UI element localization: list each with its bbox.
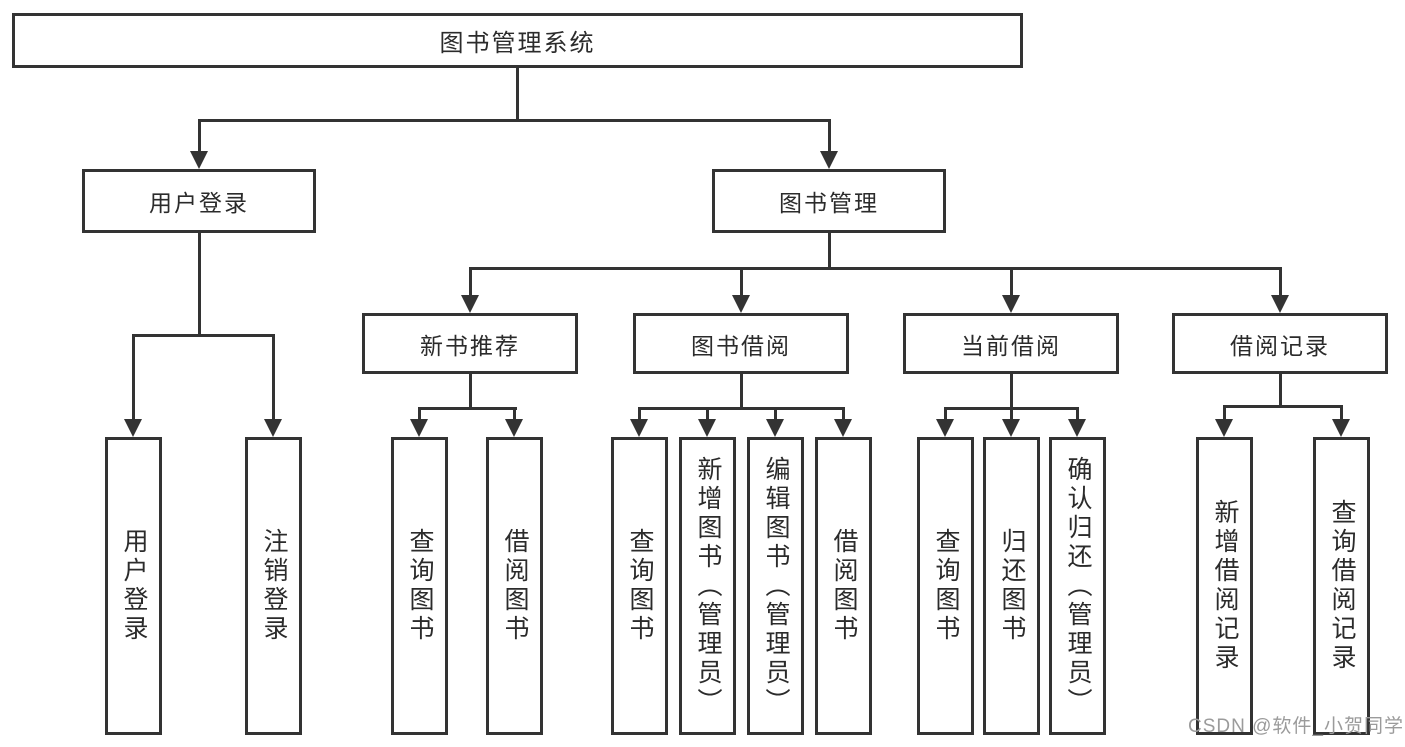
connector-line (706, 407, 709, 421)
arrow-down-icon (461, 295, 479, 313)
leaf-label: 查询借阅记录 (1328, 499, 1356, 673)
connector-line (638, 407, 641, 421)
node-label: 用户登录 (149, 190, 249, 216)
connector-line (132, 334, 135, 422)
arrow-down-icon (1271, 295, 1289, 313)
connector-line (774, 407, 777, 421)
arrow-down-icon (766, 419, 784, 437)
connector-line (828, 119, 831, 155)
leaf-confirm-return-admin: 确认归还（管理员） (1049, 437, 1106, 735)
leaf-borrow-books-recommend: 借阅图书 (486, 437, 543, 735)
connector-line (1010, 267, 1013, 298)
arrow-down-icon (1002, 295, 1020, 313)
node-current-borrowing: 当前借阅 (903, 313, 1119, 374)
connector-line (1340, 405, 1343, 421)
connector-line (740, 267, 743, 298)
leaf-query-books-recommend: 查询图书 (391, 437, 448, 735)
arrow-down-icon (264, 419, 282, 437)
leaf-label: 查询图书 (406, 528, 434, 644)
arrow-down-icon (1332, 419, 1350, 437)
leaf-return-books: 归还图书 (983, 437, 1040, 735)
connector-line (842, 407, 845, 421)
leaf-add-books-admin: 新增图书（管理员） (679, 437, 736, 735)
connector-line (198, 119, 831, 122)
leaf-edit-books-admin: 编辑图书（管理员） (747, 437, 804, 735)
connector-line (1223, 405, 1343, 408)
arrow-down-icon (410, 419, 428, 437)
leaf-label: 注销登录 (260, 528, 288, 644)
leaf-user-login: 用户登录 (105, 437, 162, 735)
leaf-logout: 注销登录 (245, 437, 302, 735)
connector-line (1076, 407, 1079, 421)
csdn-watermark: CSDN @软件_小贺同学 (1188, 716, 1404, 737)
leaf-query-books-current: 查询图书 (917, 437, 974, 735)
connector-line (198, 233, 201, 337)
leaf-query-books-borrowing: 查询图书 (611, 437, 668, 735)
connector-line (1279, 267, 1282, 298)
arrow-down-icon (1215, 419, 1233, 437)
connector-line (1010, 407, 1013, 421)
connector-line (828, 233, 831, 270)
leaf-query-borrow-record: 查询借阅记录 (1313, 437, 1370, 735)
leaf-label: 查询图书 (932, 528, 960, 644)
arrow-down-icon (124, 419, 142, 437)
leaf-borrow-books-borrowing: 借阅图书 (815, 437, 872, 735)
arrow-down-icon (190, 151, 208, 169)
connector-line (418, 407, 421, 421)
node-borrowing-records: 借阅记录 (1172, 313, 1388, 374)
connector-line (469, 374, 472, 410)
arrow-down-icon (698, 419, 716, 437)
node-book-management: 图书管理 (712, 169, 946, 233)
connector-line (132, 334, 275, 337)
leaf-label: 用户登录 (120, 528, 148, 644)
connector-line (469, 267, 472, 298)
connector-line (1223, 405, 1226, 421)
leaf-label: 新增借阅记录 (1211, 499, 1239, 673)
node-library-system: 图书管理系统 (12, 13, 1023, 68)
node-book-borrowing: 图书借阅 (633, 313, 849, 374)
node-label: 图书借阅 (691, 332, 791, 359)
arrow-down-icon (834, 419, 852, 437)
node-label: 图书管理 (779, 190, 879, 216)
arrow-down-icon (732, 295, 750, 313)
leaf-label: 编辑图书（管理员） (762, 455, 790, 717)
connector-line (469, 267, 1282, 270)
arrow-down-icon (1002, 419, 1020, 437)
connector-line (638, 407, 845, 410)
connector-line (198, 119, 201, 155)
connector-line (516, 66, 519, 122)
node-label: 新书推荐 (420, 332, 520, 359)
leaf-label: 借阅图书 (830, 528, 858, 644)
leaf-add-borrow-record: 新增借阅记录 (1196, 437, 1253, 735)
leaf-label: 确认归还（管理员） (1064, 455, 1092, 717)
connector-line (1279, 374, 1282, 408)
leaf-label: 新增图书（管理员） (694, 455, 722, 717)
arrow-down-icon (505, 419, 523, 437)
arrow-down-icon (630, 419, 648, 437)
node-new-book-recommend: 新书推荐 (362, 313, 578, 374)
connector-line (740, 374, 743, 410)
connector-line (418, 407, 517, 410)
node-label: 图书管理系统 (439, 30, 596, 57)
connector-line (272, 334, 275, 422)
leaf-label: 查询图书 (626, 528, 654, 644)
connector-line (1010, 374, 1013, 410)
arrow-down-icon (936, 419, 954, 437)
node-user-login-group: 用户登录 (82, 169, 316, 233)
connector-line (513, 407, 516, 421)
arrow-down-icon (820, 151, 838, 169)
node-label: 当前借阅 (961, 332, 1061, 359)
connector-line (944, 407, 947, 421)
node-label: 借阅记录 (1230, 332, 1330, 359)
leaf-label: 归还图书 (998, 528, 1026, 644)
arrow-down-icon (1068, 419, 1086, 437)
leaf-label: 借阅图书 (501, 528, 529, 644)
